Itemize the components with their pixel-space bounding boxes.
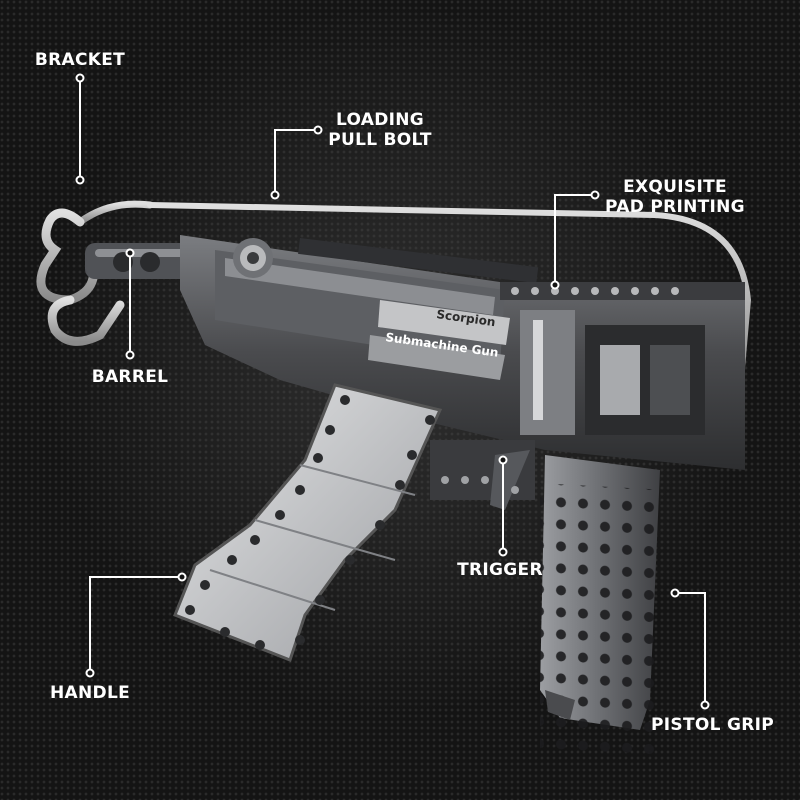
trigger — [430, 440, 535, 510]
callout-trigger: TRIGGER — [435, 560, 565, 580]
callout-pad-printing: EXQUISITE PAD PRINTING — [595, 177, 755, 217]
callout-lines — [75, 73, 710, 710]
pistol-grip — [540, 455, 660, 760]
callout-handle: HANDLE — [30, 683, 150, 703]
receiver-body: Scorpion Submachine Gun — [180, 235, 745, 470]
magazine-handle — [173, 383, 443, 662]
callout-bracket: BRACKET — [20, 50, 140, 70]
callout-trigger-text: TRIGGER — [457, 560, 543, 580]
callout-loading-line-2: PULL BOLT — [328, 130, 432, 150]
callout-handle-text: HANDLE — [50, 683, 130, 703]
barrel — [85, 243, 195, 279]
callout-bracket-text: BRACKET — [34, 50, 126, 70]
callout-loading-pull-bolt: LOADING PULL BOLT — [315, 110, 445, 150]
bracket-stock — [36, 200, 752, 393]
callout-printing-line-1: EXQUISITE — [623, 177, 727, 197]
callout-printing-line-2: PAD PRINTING — [605, 197, 745, 217]
callout-pistol-grip-text: PISTOL GRIP — [651, 715, 774, 735]
callout-barrel-text: BARREL — [91, 367, 169, 387]
callout-pistol-grip: PISTOL GRIP — [640, 715, 785, 735]
callout-barrel: BARREL — [75, 367, 185, 387]
callout-loading-line-1: LOADING — [335, 110, 425, 130]
